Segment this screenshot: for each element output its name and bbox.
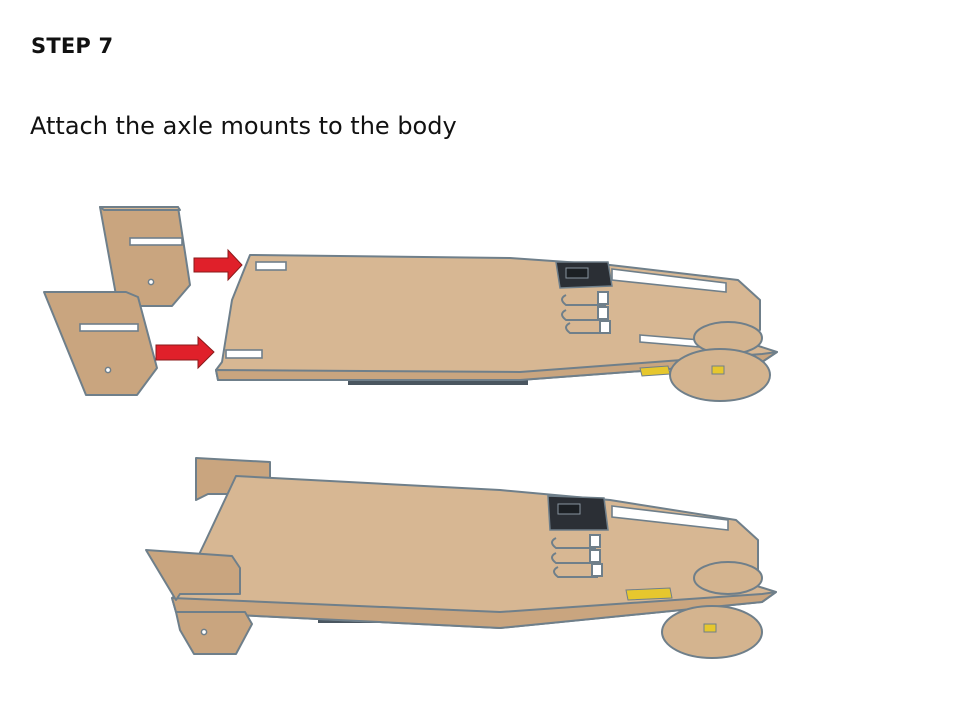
figure-after [146, 458, 776, 658]
wheel-mid-rear-b [694, 562, 762, 594]
insert-arrow-lower [156, 337, 214, 368]
wheel-near-rear-b [662, 606, 762, 658]
motor-tape-b [626, 588, 672, 600]
axle-mount-lower [44, 292, 157, 395]
insert-arrow-upper [194, 250, 242, 280]
switch-box [556, 262, 612, 288]
figure-before [44, 207, 777, 401]
switch-box-b [548, 496, 608, 530]
motor-tape [640, 366, 670, 376]
wheel-near-rear [670, 349, 770, 401]
chassis-body-b [172, 476, 776, 628]
